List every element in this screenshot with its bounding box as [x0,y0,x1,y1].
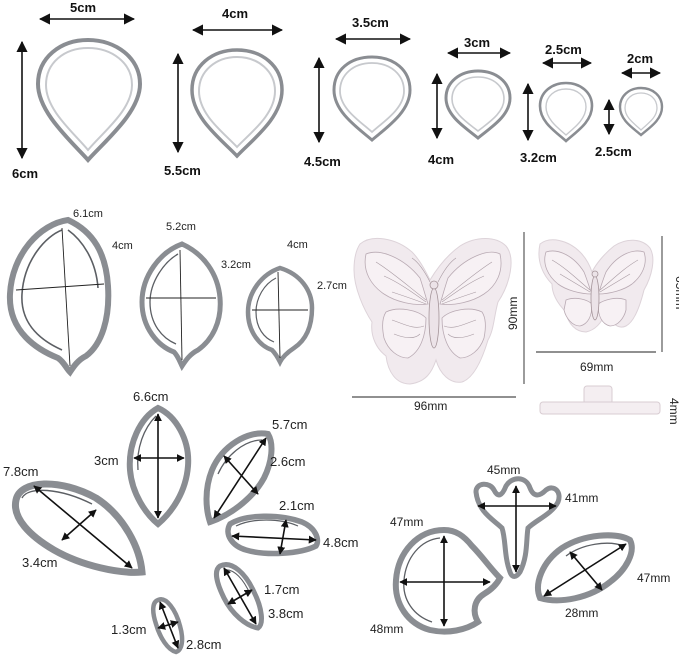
dimension-label: 3.4cm [22,555,57,570]
dimension-label: 4cm [222,6,248,21]
dimension-label: 4cm [112,240,133,252]
dimension-label: 3.2cm [520,150,557,165]
petal-cutter-5 [214,562,264,631]
dimension-label: 2cm [627,51,653,66]
dimension-label: 65mm [673,276,679,309]
dimension-label: 7.8cm [3,464,38,479]
dimension-label: 4.5cm [304,154,341,169]
dimension-label: 1.3cm [111,622,146,637]
leaf-cutter-1 [6,216,112,377]
petal-cutter-6 [151,597,185,655]
dimension-label: 6.6cm [133,389,168,404]
teardrop-cutter-3 [332,55,412,142]
dimension-label: 2.6cm [270,454,305,469]
dimension-label: 2.7cm [317,280,347,292]
dimension-label: 6cm [12,166,38,181]
petal-cutter-3 [203,430,275,526]
teardrop-cutter-5 [538,81,594,143]
dimension-label: 48mm [370,622,403,636]
maple-leaf-cutter [473,476,562,579]
dimension-label: 6.1cm [73,208,103,220]
dimension-label: 90mm [506,297,520,330]
petal-cutter-1 [11,480,146,576]
plunger-side-view [539,385,661,415]
dimension-label: 47mm [390,515,423,529]
dimension-label: 3cm [94,453,119,468]
dimension-label: 96mm [414,399,447,413]
oval-leaf-cutter [535,532,635,604]
dimension-label: 4cm [287,239,308,251]
leaf-cutter-2 [139,241,223,371]
teardrop-cutter-2 [190,48,284,159]
dimension-label: 2.5cm [595,144,632,159]
butterfly-plunger-large [353,237,512,385]
dimension-label: 3.2cm [221,259,251,271]
dimension-label: 5cm [70,0,96,15]
petal-cutter-2 [126,404,192,528]
dimension-label: 2.1cm [279,498,314,513]
dimension-label: 45mm [487,463,520,477]
dimension-label: 5.7cm [272,417,307,432]
teardrop-cutter-6 [618,86,664,137]
petal-cutter-4 [225,513,321,557]
dimension-label: 2.8cm [186,637,221,652]
teardrop-cutter-4 [444,69,512,140]
dimension-label: 5.2cm [166,221,196,233]
dimension-label: 5.5cm [164,163,201,178]
dimension-label: 3.8cm [268,606,303,621]
dimension-label: 2.5cm [545,42,582,57]
leaf-cutter-3 [245,265,315,368]
dimension-label: 41mm [565,491,598,505]
dimension-label: 4.8cm [323,535,358,550]
dimension-label: 47mm [637,571,670,585]
dimension-label: 69mm [580,360,613,374]
butterfly-plunger-small [538,239,654,333]
dimension-label: 28mm [565,606,598,620]
dimension-label: 4mm [667,398,679,425]
dimension-label: 3cm [464,35,490,50]
dimension-label: 1.7cm [264,582,299,597]
dimension-label: 3.5cm [352,15,389,30]
teardrop-cutter-1 [35,37,143,163]
dimension-label: 4cm [428,152,454,167]
heart-leaf-cutter [392,526,504,635]
